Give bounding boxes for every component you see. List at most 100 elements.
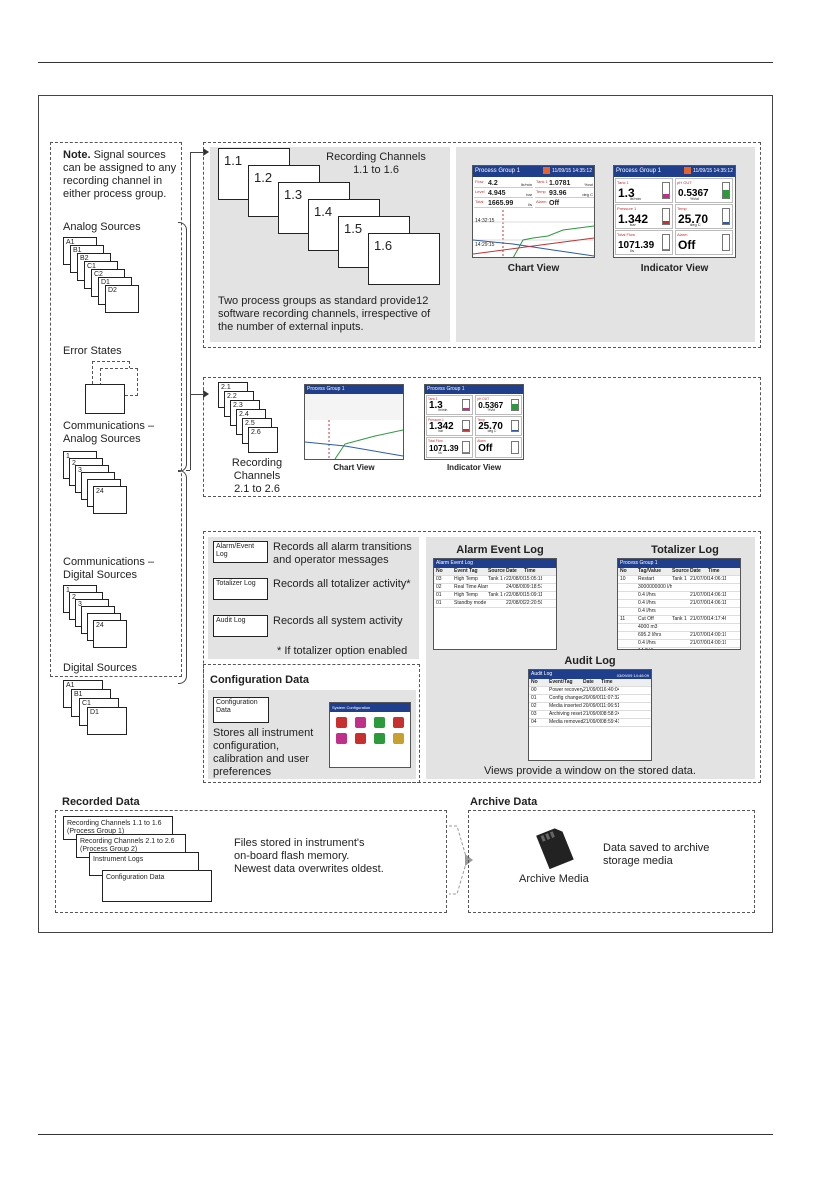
digital-source-page: D1	[87, 707, 127, 735]
recorded-desc: Files stored in instrument's on-board fl…	[234, 837, 384, 876]
indicator-bar-fill	[663, 194, 669, 198]
error-states-title: Error States	[63, 345, 122, 357]
indicator-label: Alarm	[677, 232, 688, 237]
log-cell: 0.4 l/hrs	[638, 592, 656, 598]
config-tool-icon	[393, 717, 404, 728]
log-cell: Tank 1 rate	[488, 576, 506, 582]
log-cell: Power recovery	[549, 687, 583, 693]
log-screen-title: Process Group 1	[620, 560, 658, 566]
indicator-label: Pressure 1	[617, 206, 637, 211]
indicator-bar-fill	[512, 404, 519, 411]
log-box: Totalizer Log	[213, 578, 268, 600]
log-col-header: Tag/Value	[638, 568, 661, 574]
status-icons: 11/09/15 14:35:12	[684, 167, 733, 176]
chart-row-unit: ltr/min	[521, 182, 532, 187]
config-tool-icon	[374, 717, 385, 728]
log-col-header: Time	[601, 679, 613, 685]
log-col-header: Event Tag	[454, 568, 478, 574]
log-cell: 16:40:04	[601, 687, 619, 693]
note-label: Note.	[63, 149, 91, 161]
alarm-log-title: Alarm Event Log	[456, 544, 544, 556]
log-cell: 14:00:19	[708, 632, 726, 638]
chart-row-value: 1.0781	[549, 180, 571, 187]
group2-indicator-label: Indicator View	[446, 463, 502, 472]
log-cell: 00	[531, 687, 537, 693]
indicator-value: 1.3	[618, 186, 635, 200]
clock: 11/09/15 14:35:12	[693, 168, 733, 174]
log-screen-title: Audit Log	[531, 671, 553, 677]
log-cell: 01	[531, 695, 537, 701]
indicator-bar	[722, 234, 730, 251]
chart-time-2: 14:29:15	[475, 242, 495, 248]
archive-arrow	[449, 825, 473, 895]
log-cell: Restart	[638, 576, 655, 582]
config-desc: Stores all instrument configuration, cal…	[213, 727, 314, 778]
indicator-label: pH OUT	[477, 396, 490, 401]
group2-chart-title: Process Group 1	[307, 386, 345, 392]
log-cell: 02	[531, 703, 537, 709]
chart-row-unit: l/s	[528, 202, 532, 207]
log-col-header: Time	[708, 568, 720, 574]
log-cell: 10	[620, 576, 626, 582]
chart-view-label: Chart View	[507, 263, 560, 274]
chart-view-titlebar: Process Group 1 11/09/15 14:35:12	[473, 166, 594, 177]
log-titlebar: Alarm Event Log	[434, 559, 556, 568]
indicator-view-titlebar: Process Group 1 11/09/15 14:35:12	[614, 166, 735, 177]
log-screen-title: Alarm Event Log	[436, 560, 473, 566]
indicator-bar	[662, 182, 670, 199]
alarm-icon	[543, 167, 551, 175]
indicator-view-title: Process Group 1	[616, 168, 662, 174]
group2-chart-screen: Process Group 1	[304, 384, 404, 460]
group1-panel	[203, 142, 761, 348]
indicator-value: 0.5367	[678, 188, 709, 199]
comm-digital-title: Communications – Digital Sources	[63, 556, 155, 581]
indicator-value: 1.342	[429, 421, 454, 433]
log-cell: 11	[620, 616, 626, 622]
log-cell: Tank 1	[672, 576, 687, 582]
indicator-bar-fill	[663, 248, 669, 250]
chart-row-name: Tank 1	[536, 179, 548, 184]
log-cell: 14:06:11	[708, 592, 726, 598]
indicator-bar	[662, 234, 670, 251]
indicator-unit: deg C	[690, 222, 701, 227]
log-cell: Archiving reset	[549, 711, 583, 717]
group1-title: Recording Channels 1.1 to 1.6	[326, 151, 426, 176]
log-cell: 0.4 l/hrs	[638, 600, 656, 606]
log-col-header: No	[436, 568, 443, 574]
log-row: 3000000000 l/hrs	[618, 584, 740, 592]
log-cell: 21/07/06	[690, 592, 708, 598]
chart-row-value: 4.945	[488, 190, 506, 197]
log-cell: 14:06:11	[708, 576, 726, 582]
indicator-label: Tank 1	[428, 396, 438, 401]
log-desc: Records all alarm transitions and operat…	[273, 541, 412, 566]
indicator-view-screen: Process Group 1 11/09/15 14:35:12 Tank 1…	[613, 165, 736, 258]
indicator-value: 25.70	[678, 212, 709, 226]
log-box: Alarm/Event Log	[213, 541, 268, 563]
chart-trace-area	[473, 210, 594, 257]
indicator-bar-fill	[463, 407, 470, 411]
log-row: 0.4 l/hrs 21/07/0614:06:11	[618, 592, 740, 600]
log-col-header: Date	[690, 568, 701, 574]
indicator-label: Pressure 1	[428, 418, 444, 423]
indicator-unit: %Vol	[690, 196, 700, 201]
views-caption: Views provide a window on the stored dat…	[484, 765, 696, 777]
audit-log-title: Audit Log	[564, 655, 616, 667]
archive-desc-2: storage media	[603, 855, 673, 867]
indicator-value: 1.342	[618, 212, 649, 226]
chart-row-value: 93.96	[549, 190, 567, 197]
